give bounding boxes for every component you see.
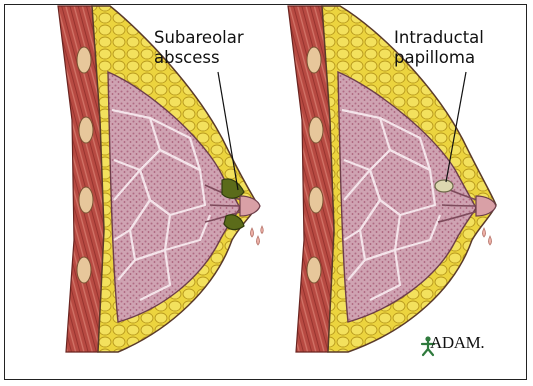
adam-logo: ADAM. [430,331,484,355]
intraductal-papilloma-label: Intraductal papilloma [394,28,484,68]
subareolar-abscess-label-line1: Subareolar [154,28,244,48]
intraductal-papilloma-label-line2: papilloma [394,48,484,68]
adam-logo-text: ADAM. [430,333,484,353]
intraductal-papilloma-label-line1: Intraductal [394,28,484,48]
subareolar-abscess-label: Subareolar abscess [154,28,244,68]
subareolar-abscess-label-line2: abscess [154,48,244,68]
